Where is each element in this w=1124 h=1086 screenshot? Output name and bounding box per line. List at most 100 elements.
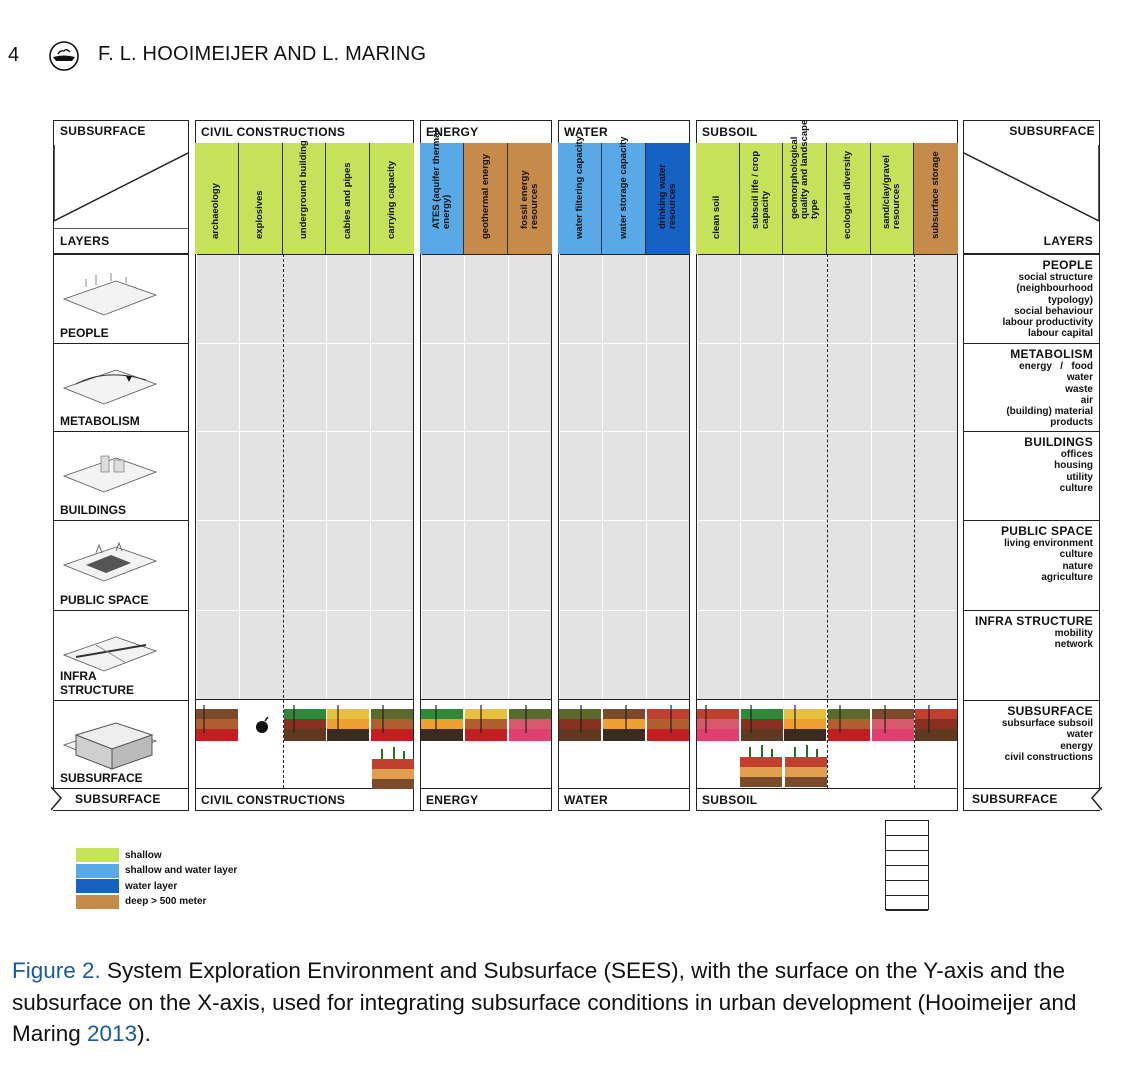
right-row-item: (building) material: [1006, 406, 1093, 418]
column-water-filtering-capacity[interactable]: water filtering capacity: [558, 136, 602, 254]
column-label: water storage capacity: [617, 136, 629, 239]
left-row-metabolism: METABOLISM: [53, 343, 161, 432]
bomb-icon: [256, 716, 269, 733]
left-row-label: METABOLISM: [60, 414, 140, 428]
column-drinking-water-resources[interactable]: drinking water resources: [646, 143, 690, 254]
grid-hline: [422, 343, 550, 344]
caption-text: System Exploration Environment and Subsu…: [12, 958, 1077, 1046]
left-row-label: INFRA STRUCTURE: [60, 669, 134, 697]
left-row-people: PEOPLE: [53, 254, 161, 344]
row-connector: [160, 700, 189, 789]
column-underground-building[interactable]: underground building: [282, 140, 327, 254]
column-label: geomorphological quality and landscape t…: [788, 119, 820, 219]
matrix-grid: [559, 254, 689, 700]
column-archaeology[interactable]: archaeology: [195, 143, 239, 254]
right-row-item: civil constructions: [1004, 751, 1093, 763]
caption-year-link[interactable]: 2013: [87, 1021, 138, 1046]
grid-vline: [326, 256, 328, 700]
legend-label: water layer: [125, 880, 178, 892]
grid-vline: [783, 256, 785, 700]
column-geomorphological-quality-and-landscape-type[interactable]: geomorphological quality and landscape t…: [783, 120, 827, 254]
right-row-item: energy / food: [1019, 361, 1093, 372]
column-label: sand/clay/gravel resources: [881, 155, 902, 229]
group-title: WATER: [564, 125, 608, 139]
soil-section-icon: [283, 705, 326, 741]
column-carrying-capacity[interactable]: carrying capacity: [370, 143, 414, 254]
left-top-header: SUBSURFACE LAYERS: [53, 120, 189, 254]
grid-vline: [370, 256, 372, 700]
group-footer-2: WATER: [558, 788, 690, 811]
legend-swatch: [76, 879, 119, 893]
soil-section-icon: [421, 705, 463, 741]
column-sand-clay-gravel-resources[interactable]: sand/clay/gravel resources: [870, 143, 915, 254]
column-label: underground building: [297, 140, 309, 239]
grid-vline: [870, 256, 872, 700]
right-row-item: social structure: [1018, 272, 1093, 283]
right-row-item: nature: [1062, 560, 1093, 572]
grid-hline: [560, 520, 688, 521]
left-row-buildings: BUILDINGS: [53, 431, 161, 521]
column-geothermal-energy[interactable]: geothermal energy: [464, 143, 508, 254]
figure-label: Figure 2.: [12, 958, 101, 983]
group-footer-1: ENERGY: [420, 788, 552, 811]
grid-vline: [464, 256, 465, 700]
right-top-header: SUBSURFACE LAYERS: [963, 120, 1100, 254]
soil-section-icon: [465, 705, 507, 741]
legend-swatch: [76, 848, 119, 862]
right-row-title: METABOLISM: [1010, 347, 1093, 361]
legend-label: shallow and water layer: [125, 865, 238, 876]
grid-hline: [197, 610, 412, 611]
column-label: geothermal energy: [479, 154, 491, 239]
column-ates-aquifer-thermal-energy-[interactable]: ATES (aquifer thermal energy): [420, 130, 464, 254]
grid-hline: [560, 610, 688, 611]
layer-illustration-icon: [62, 369, 158, 405]
column-ecological-diversity[interactable]: ecological diversity: [827, 143, 871, 254]
row-connector: [160, 431, 189, 521]
soil-section-icon: [784, 705, 827, 741]
right-row-item: culture: [1059, 549, 1093, 561]
right-row-item: agriculture: [1041, 571, 1093, 583]
column-clean-soil[interactable]: clean soil: [696, 143, 740, 254]
right-row-title: INFRA STRUCTURE: [974, 614, 1093, 628]
left-row-subsurface: SUBSURFACE: [53, 700, 161, 789]
column-label: explosives: [254, 190, 266, 239]
root-section-icon: [740, 745, 782, 787]
right-row-item: products: [1050, 417, 1093, 429]
column-subsurface-storage[interactable]: subsurface storage: [914, 143, 958, 254]
column-water-storage-capacity[interactable]: water storage capacity: [602, 137, 646, 254]
group-header-0: CIVIL CONSTRUCTIONS: [195, 120, 414, 144]
column-label: carrying capacity: [386, 160, 398, 239]
grid-hline: [197, 520, 412, 521]
layer-illustration-icon: [62, 541, 158, 582]
left-row-label: BUILDINGS: [60, 503, 126, 517]
layer-illustration-icon: [62, 636, 158, 672]
right-row-item: typology): [1048, 294, 1093, 306]
authors: F. L. HOOIMEIJER AND L. MARING: [98, 43, 427, 65]
right-row-item: mobility: [1054, 628, 1093, 639]
right-arrow-shape: [964, 145, 1099, 222]
right-row-item: waste: [1065, 383, 1093, 395]
column-subsoil-life-crop-capacity[interactable]: subsoil life / crop capacity: [739, 143, 784, 254]
row-connector: [160, 254, 189, 344]
column-explosives[interactable]: explosives: [238, 143, 283, 254]
column-fossil-energy-resources[interactable]: fossil energy resources: [508, 143, 552, 254]
group-footer-title: SUBSOIL: [702, 793, 758, 807]
grid-hline: [560, 431, 688, 432]
journal-logo-icon: [49, 41, 79, 71]
right-row-item: labour productivity: [1002, 317, 1093, 329]
soil-section-icon: [740, 705, 783, 741]
carrying-capacity-deep-icon: [372, 747, 414, 789]
right-row-item: subsurface subsoil: [1001, 718, 1093, 729]
left-row-public-space: PUBLIC SPACE: [53, 520, 161, 611]
row-connector: [160, 610, 189, 701]
layer-stack-diagram: [885, 820, 929, 911]
column-label: fossil energy resources: [519, 170, 540, 229]
right-row-item: (neighbourhood: [1016, 283, 1093, 295]
soil-section-icon: [603, 705, 645, 741]
column-cables-and-pipes[interactable]: cables and pipes: [326, 143, 371, 254]
column-label: archaeology: [210, 183, 222, 239]
